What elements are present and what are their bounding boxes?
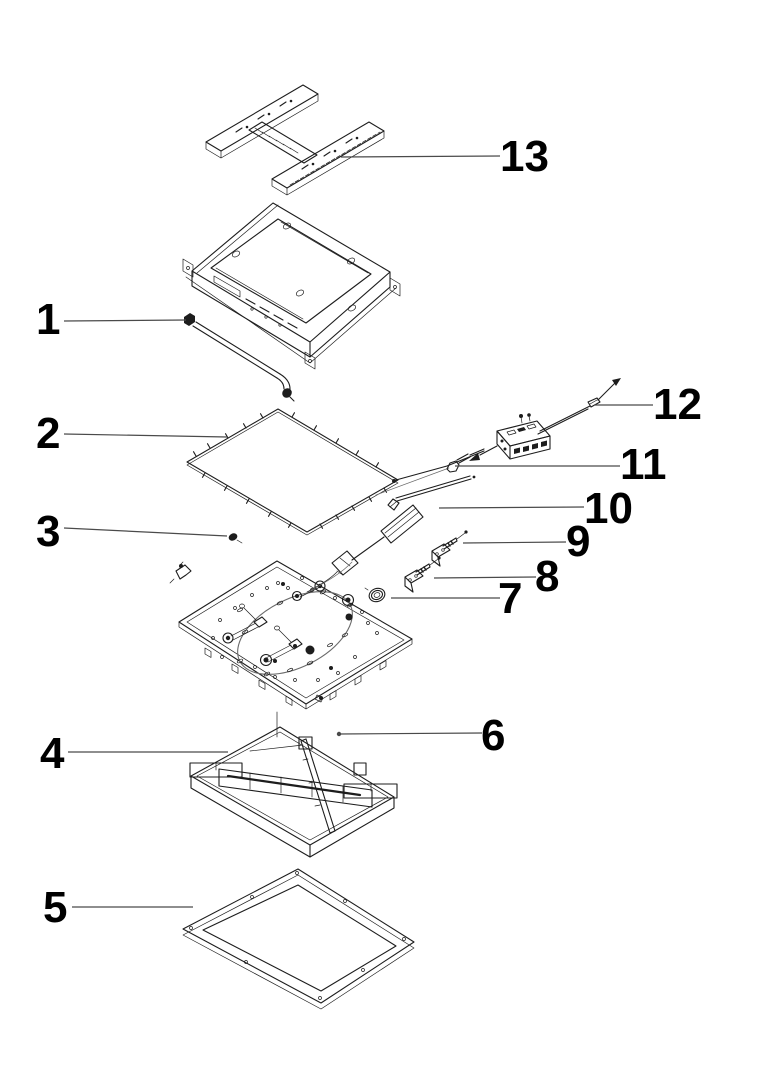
callout-number: 11 (620, 440, 667, 489)
burner-tray-part (189, 711, 398, 858)
callout-leader-line (438, 506, 585, 509)
callout-4: 4 (40, 729, 228, 778)
callout-9: 9 (462, 517, 590, 566)
screw-part (228, 533, 243, 544)
callout-leader-line (63, 527, 228, 537)
ignition-tube-part (469, 378, 621, 461)
base-plate-part (169, 560, 413, 710)
callout-number: 6 (481, 711, 505, 760)
callout-leader-line (462, 541, 567, 544)
control-box-part (496, 413, 551, 460)
callout-3: 3 (36, 507, 228, 556)
callout-number: 8 (535, 552, 559, 601)
callout-leader-line (433, 576, 537, 579)
callout-12: 12 (594, 380, 702, 429)
mounting-bracket-part (205, 84, 385, 196)
callout-number: 7 (498, 574, 522, 623)
callout-number: 12 (653, 380, 702, 429)
callout-11: 11 (455, 440, 667, 489)
igniter-electrode-lower-part (404, 556, 441, 593)
grommet-part (364, 587, 386, 603)
callout-7: 7 (391, 574, 522, 623)
callout-number: 1 (36, 295, 60, 344)
callout-leader-line (63, 433, 228, 438)
callout-number: 3 (36, 507, 60, 556)
main-body-part (182, 202, 401, 370)
callout-2: 2 (36, 409, 228, 458)
callout-leader-line (338, 732, 483, 735)
callout-5: 5 (43, 883, 193, 932)
callout-8: 8 (433, 552, 559, 601)
callout-leader-line (340, 155, 501, 158)
callout-10: 10 (438, 484, 633, 533)
inlet-tube-part (184, 313, 295, 402)
callout-number: 13 (500, 132, 549, 181)
callout-number: 9 (566, 517, 590, 566)
callout-leader-dot (336, 731, 342, 737)
callout-leader-line (63, 319, 187, 322)
callout-1: 1 (36, 295, 187, 344)
callout-number: 5 (43, 883, 67, 932)
sensor-probe-part (306, 475, 476, 593)
callout-number: 4 (40, 729, 65, 778)
top-frame-part (186, 408, 399, 536)
igniter-electrode-upper-part (431, 530, 468, 567)
callout-13: 13 (340, 132, 549, 181)
thermocouple-part (375, 448, 485, 496)
callout-6: 6 (336, 711, 505, 760)
bottom-panel-part (182, 868, 415, 1010)
callout-number: 2 (36, 409, 60, 458)
callout-number: 10 (584, 484, 633, 533)
